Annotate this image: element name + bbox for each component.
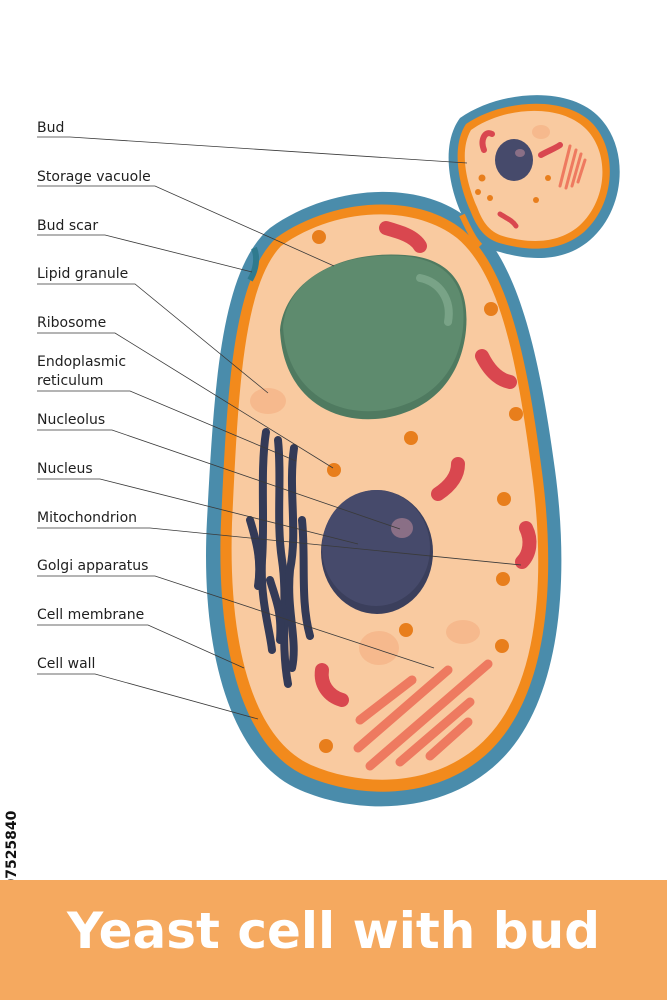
storage-vacuole [280,254,467,420]
ribosome [312,230,326,244]
title-banner: Yeast cell with bud [0,880,667,1000]
bud-ribosome [533,197,539,203]
bud-cytoplasm [464,110,603,241]
ribosome [495,639,509,653]
label-nucleus: Nucleus [37,461,93,477]
bud-ribosome [487,195,493,201]
ribosome [399,623,413,637]
ribosome [319,739,333,753]
bud-ribosome [545,175,551,181]
leader-golgi-apparatus [37,575,435,669]
ribosome [497,492,511,506]
mitochondrion [515,521,537,569]
lipid-granule [446,620,480,644]
lipid-granule [359,631,399,665]
label-nucleolus: Nucleolus [37,412,105,428]
golgi-apparatus [353,659,493,771]
ribosomes [312,230,523,753]
lipid-granule [250,388,286,414]
bud-ribosome [478,174,486,182]
mitochondrion [314,663,349,707]
leader-nucleolus [37,429,401,530]
mitochondrion [431,457,465,501]
ribosome [484,302,498,316]
leader-ribosome [37,332,334,469]
label-golgi-apparatus: Golgi apparatus [37,558,148,574]
mitochondria [314,221,537,707]
leader-mitochondrion [37,527,522,566]
labels: Bud Storage vacuole Bud scar Lipid granu… [37,120,151,672]
bud-golgi [558,144,587,190]
label-storage-vacuole: Storage vacuole [37,169,151,185]
nucleus [321,490,433,614]
label-lipid-granule: Lipid granule [37,266,128,282]
leader-bud-scar [37,234,253,273]
ribosome [496,572,510,586]
mitochondrion [379,221,427,253]
bud-ribosome [475,189,481,195]
leader-nucleus [37,478,359,545]
leader-lines [37,136,522,720]
ribosome [509,407,523,421]
endoplasmic-reticulum [246,428,314,688]
mitochondrion [475,349,517,389]
ribosome [327,463,341,477]
leader-lipid-granule [37,283,269,394]
bud-mitochondrion [497,211,519,229]
leader-storage-vacuole [37,185,335,267]
leader-cell-membrane [37,624,245,669]
leader-endoplasmic-reticulum [37,390,297,462]
bud-neck [459,213,483,249]
leader-cell-wall [37,673,259,720]
label-cell-membrane: Cell membrane [37,607,144,623]
label-bud: Bud [37,120,64,136]
label-cell-wall: Cell wall [37,656,95,672]
nucleolus [391,518,413,538]
bud-nucleolus [515,149,525,157]
page-title: Yeast cell with bud [67,902,600,960]
label-ribosome: Ribosome [37,315,106,331]
label-mitochondrion: Mitochondrion [37,510,137,526]
leader-bud [37,136,468,164]
bud-mitochondrion [479,130,495,153]
label-bud-scar: Bud scar [37,218,98,234]
bud-scar [247,246,260,282]
bud [448,95,620,259]
bud-lipid-granule [532,125,550,139]
label-endoplasmic-reticulum: Endoplasmic reticulum [37,354,131,389]
bud-mitochondrion [538,142,563,158]
ribosome [404,431,418,445]
bud-nucleus [495,139,533,181]
